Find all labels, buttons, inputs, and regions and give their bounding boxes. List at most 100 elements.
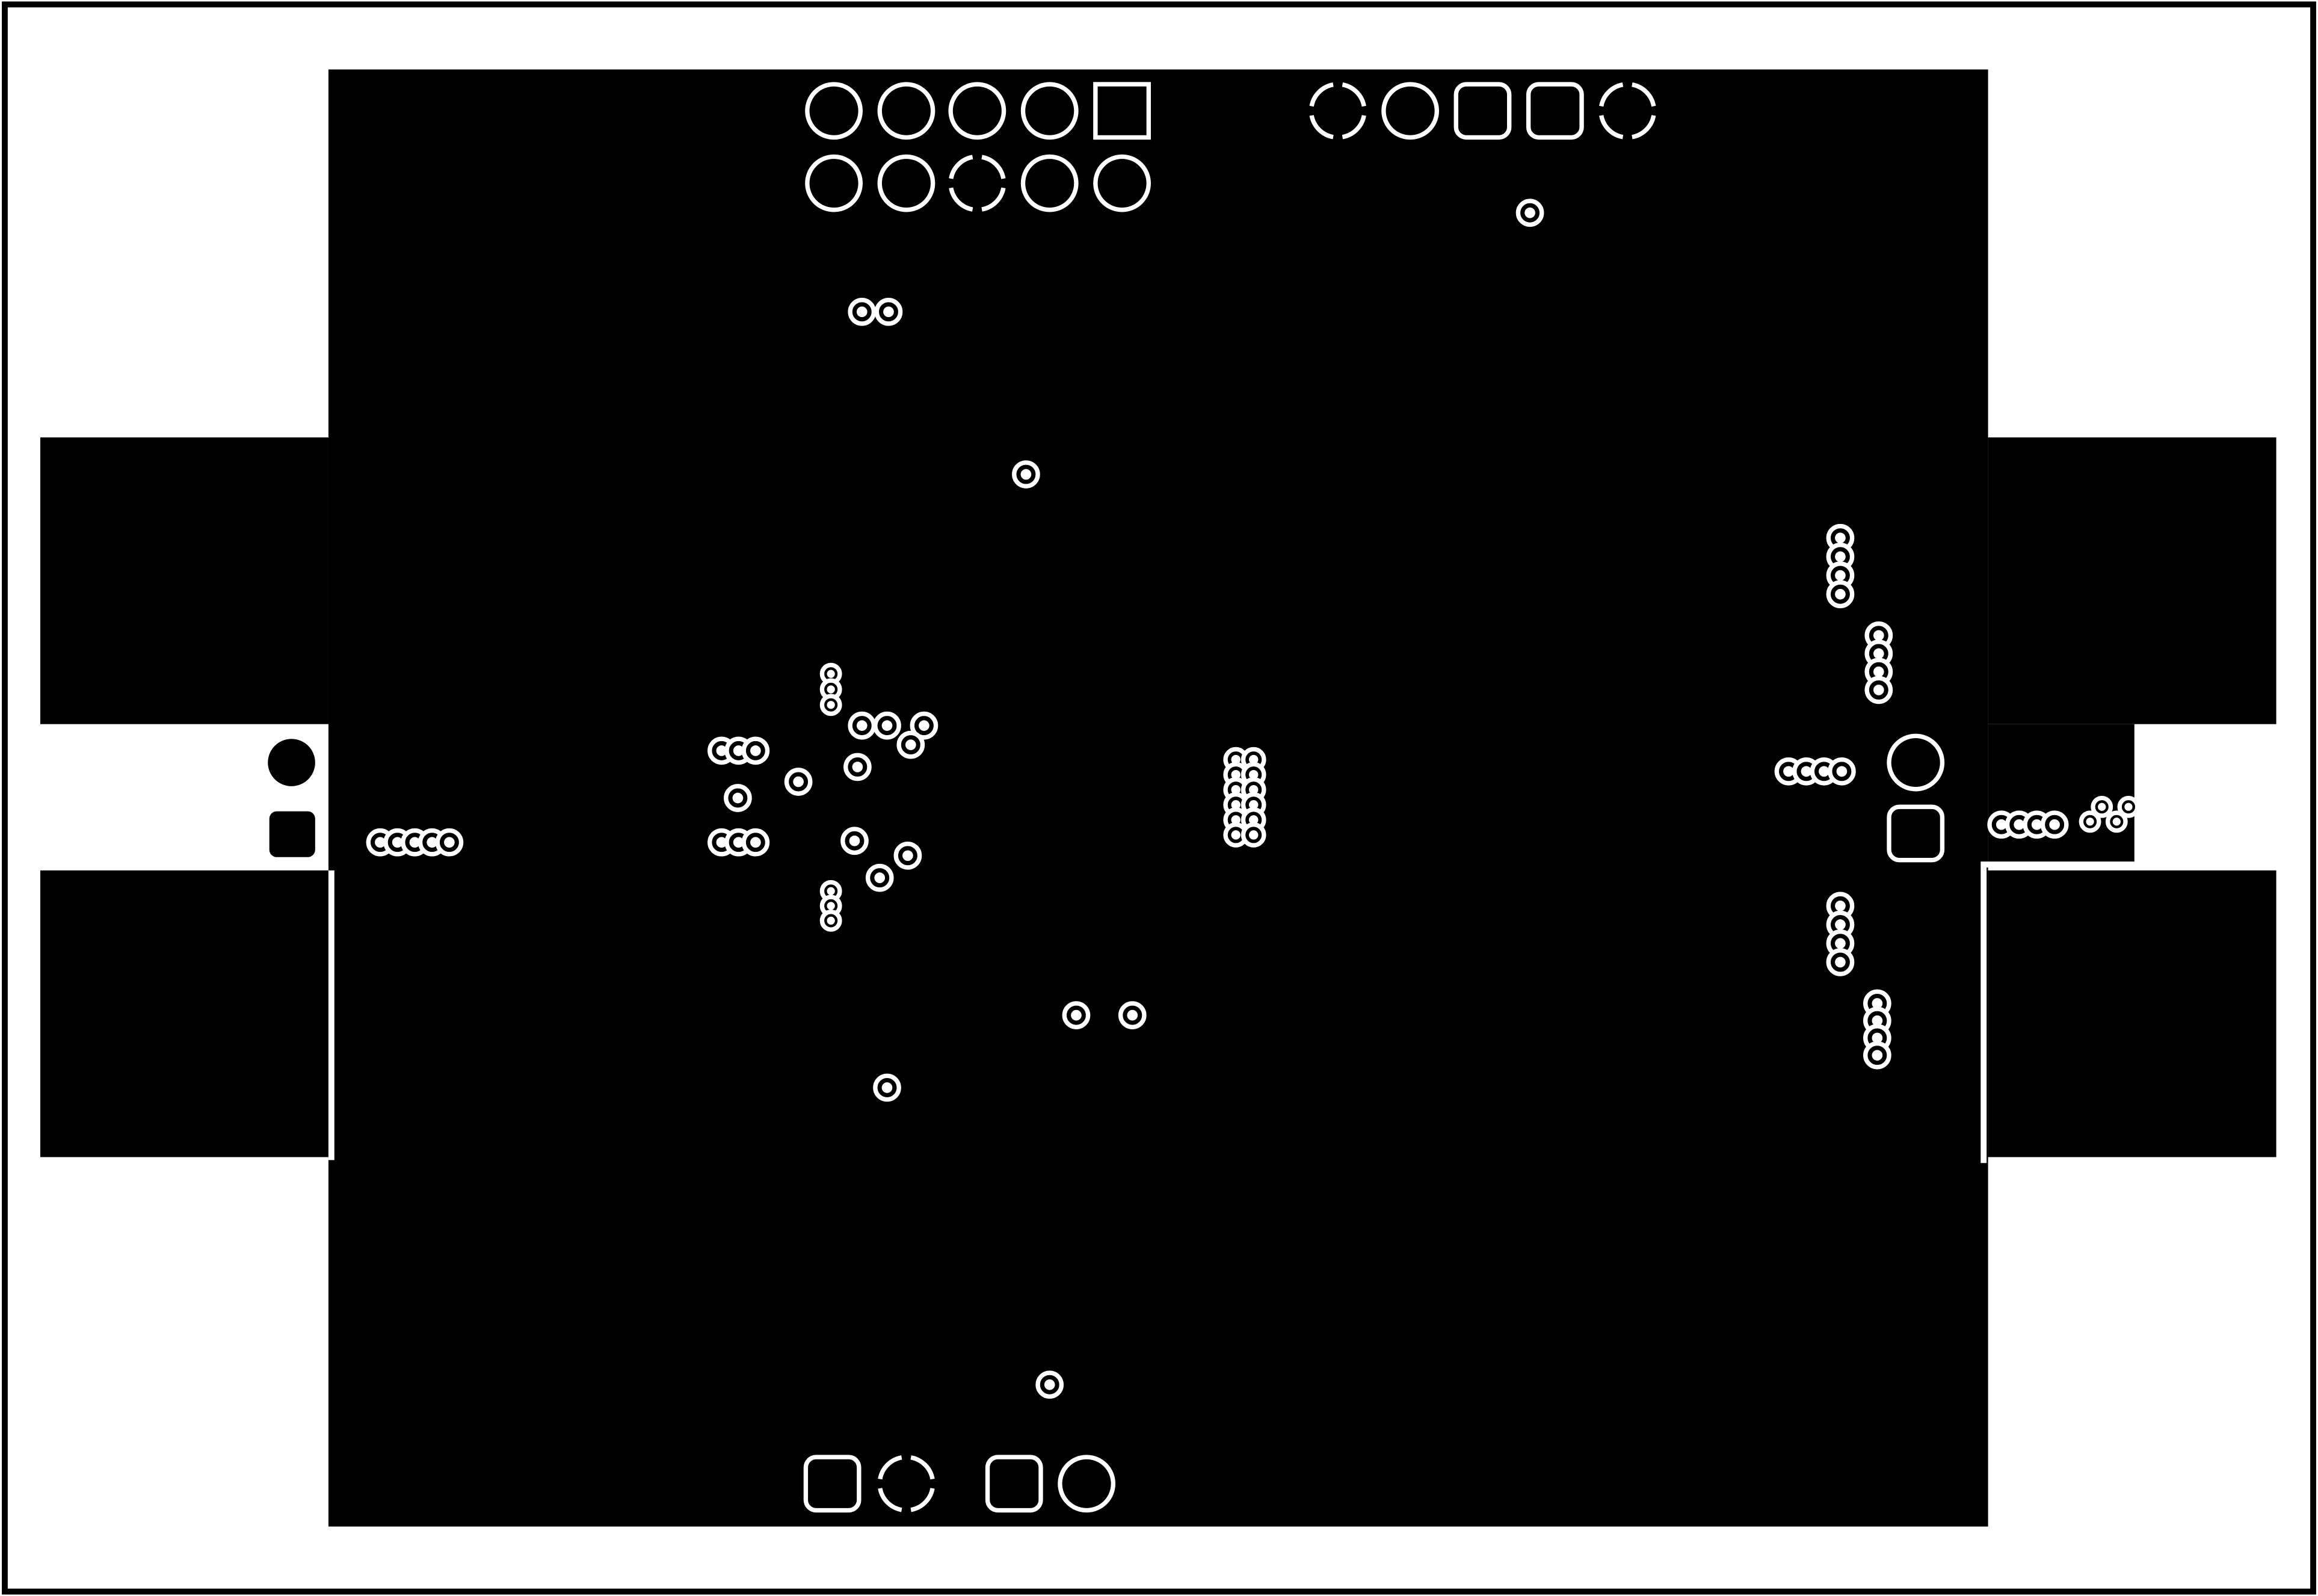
via-drill <box>732 792 744 804</box>
via-drill <box>1996 819 2007 830</box>
via-drill <box>1872 998 1883 1009</box>
pad-round <box>268 739 315 786</box>
via-drill <box>1231 815 1241 825</box>
copper-region <box>1988 870 2276 1157</box>
via-drill <box>1020 469 1032 480</box>
via-drill <box>852 762 863 772</box>
via-drill <box>750 837 761 848</box>
via-drill <box>392 837 403 848</box>
via-drill <box>2124 803 2133 811</box>
pad-round <box>877 154 936 212</box>
pad-round <box>948 82 1006 140</box>
via-drill <box>1231 785 1241 795</box>
vias-group <box>366 199 2140 1399</box>
pad-round <box>1020 82 1079 140</box>
pad-square <box>1526 82 1584 140</box>
pad-round <box>805 82 863 140</box>
copper-region <box>40 870 328 1157</box>
via-drill <box>883 306 894 318</box>
thermal-spoke-arc <box>981 155 1006 179</box>
via-drill <box>1248 754 1259 765</box>
via-drill <box>1873 648 1884 659</box>
thermal-spoke-arc <box>1632 115 1656 140</box>
via-drill <box>793 776 804 787</box>
via-drill <box>849 835 860 846</box>
pad-square <box>269 811 315 857</box>
pad-thermal <box>878 1455 935 1512</box>
via-drill <box>905 739 916 750</box>
via-drill <box>1873 685 1884 695</box>
copper-pour <box>40 69 2276 1527</box>
via-drill <box>716 837 727 848</box>
pad-round <box>805 154 863 212</box>
via-drill <box>1248 800 1259 810</box>
pad-thermal <box>949 155 1006 212</box>
thermal-spoke-arc <box>1342 82 1366 107</box>
via-drill <box>1835 938 1846 949</box>
thermal-spoke-arc <box>981 187 1006 212</box>
via-drill <box>1248 785 1259 795</box>
via-drill <box>1231 830 1241 840</box>
via-drill <box>716 745 727 756</box>
thermal-spoke-arc <box>878 1455 902 1480</box>
via-drill <box>1835 551 1846 562</box>
via-drill <box>2086 818 2094 826</box>
via-drill <box>2049 819 2060 830</box>
pad-thermal <box>1599 82 1656 140</box>
thermal-spoke-arc <box>1599 82 1624 107</box>
via-drill <box>919 720 929 731</box>
via-drill <box>427 837 438 848</box>
copper-region <box>40 437 328 724</box>
via-drill <box>444 837 455 848</box>
via-drill <box>902 850 913 861</box>
via-drill <box>1231 754 1241 765</box>
pad-round <box>1058 1455 1116 1513</box>
via-drill <box>827 685 835 694</box>
via-drill <box>1248 769 1259 780</box>
via-drill <box>1801 766 1812 777</box>
via-drill <box>733 745 744 756</box>
via-drill <box>827 670 835 678</box>
copper-region <box>1988 724 2135 863</box>
via-drill <box>874 872 886 883</box>
via-drill <box>409 837 421 848</box>
via-drill <box>1248 830 1259 840</box>
via-drill <box>827 902 835 910</box>
via-drill <box>1872 1015 1883 1026</box>
via-drill <box>1231 769 1241 780</box>
thermal-spoke-arc <box>1599 115 1624 140</box>
via-drill <box>733 837 744 848</box>
via-drill <box>1835 588 1846 600</box>
pad-square <box>985 1455 1043 1513</box>
pad-square <box>1453 82 1512 140</box>
thermal-spoke-arc <box>910 1488 935 1512</box>
pad-square <box>1093 82 1151 140</box>
thermal-spoke-arc <box>1632 82 1656 107</box>
via-drill <box>881 1082 893 1093</box>
via-drill <box>1783 766 1794 777</box>
via-drill <box>1127 1009 1138 1021</box>
via-drill <box>1873 630 1884 641</box>
via-drill <box>1835 919 1846 930</box>
copper-region <box>328 69 1988 1527</box>
pads-group <box>268 82 1945 1513</box>
copper-region <box>1988 437 2276 724</box>
thermal-spoke-arc <box>1309 115 1334 140</box>
pad-thermal <box>1309 82 1366 140</box>
via-drill <box>1819 766 1829 777</box>
via-drill <box>1836 766 1848 777</box>
via-drill <box>1835 532 1846 544</box>
via-drill <box>1231 800 1241 810</box>
via-drill <box>827 916 835 925</box>
via-drill <box>1248 815 1259 825</box>
via-drill <box>1835 957 1846 968</box>
via-drill <box>1872 1050 1883 1061</box>
thermal-spoke-arc <box>910 1455 935 1480</box>
pad-round <box>1381 82 1440 140</box>
via-drill <box>375 837 386 848</box>
via-drill <box>750 745 761 756</box>
thermal-spoke-arc <box>1309 82 1334 107</box>
clearance-gap <box>1980 861 2135 1163</box>
